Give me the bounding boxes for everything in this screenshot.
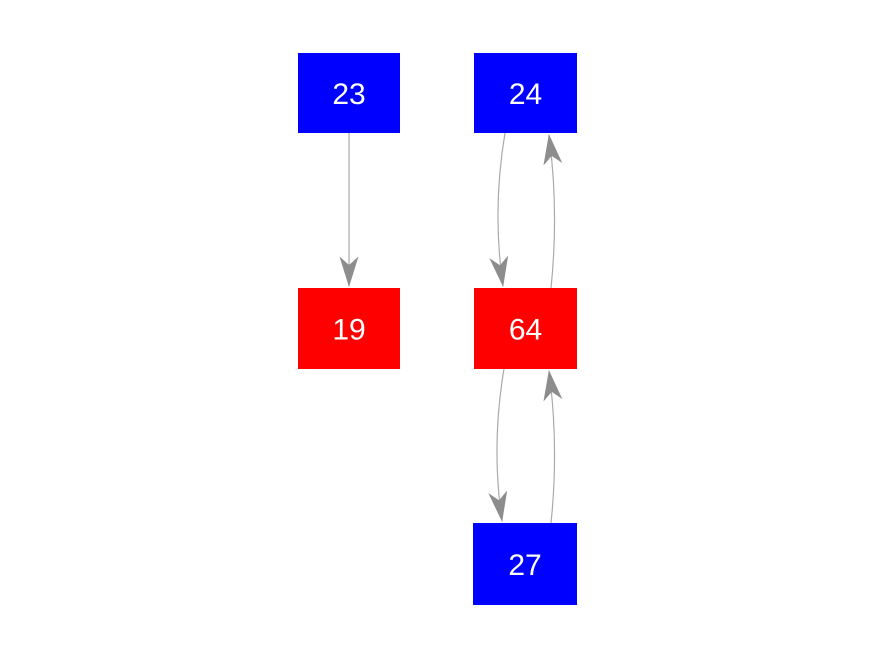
node-rect (473, 523, 577, 605)
node-rect (298, 288, 400, 369)
node-rect (474, 53, 577, 133)
edge-27-64 (543, 370, 563, 524)
node-label: 24 (509, 78, 542, 111)
node-24[interactable]: 24 (474, 53, 577, 133)
node-23[interactable]: 23 (298, 53, 400, 133)
node-19[interactable]: 19 (298, 288, 400, 369)
node-label: 23 (332, 78, 365, 111)
edge-64-27 (488, 368, 508, 522)
edge-24-64 (489, 132, 509, 287)
edges-layer (339, 132, 563, 524)
node-label: 64 (509, 313, 542, 346)
nodes-layer: 23 24 19 64 27 (298, 53, 577, 605)
node-rect (298, 53, 400, 133)
node-label: 19 (332, 313, 365, 346)
node-27[interactable]: 27 (473, 523, 577, 605)
node-rect (474, 288, 577, 369)
node-64[interactable]: 64 (474, 288, 577, 369)
edge-64-24 (543, 134, 563, 289)
node-label: 27 (508, 549, 541, 582)
